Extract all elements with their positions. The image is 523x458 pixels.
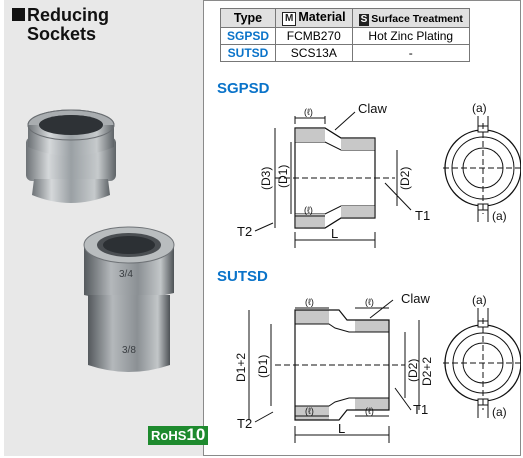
sutsd-ell-left-label: (ℓ) <box>305 297 314 307</box>
galvanized-socket-image <box>26 109 116 203</box>
sgpsd-a-top-label: (a) <box>472 101 487 115</box>
svg-text:3/4: 3/4 <box>119 269 133 280</box>
sgpsd-d1-label: (D1) <box>276 165 290 188</box>
material-badge-icon: M <box>282 12 297 26</box>
sgpsd-length-label: L <box>331 226 338 241</box>
type-cell: SGPSD <box>219 27 277 45</box>
product-panel: Reducing Sockets <box>4 0 209 456</box>
sutsd-d1p2-label: D1+2 <box>234 353 248 382</box>
sgpsd-d3-label: (D3) <box>259 167 273 190</box>
sutsd-length-label: L <box>338 421 345 436</box>
table-row: SGPSD FCMB270 Hot Zinc Plating <box>219 27 470 45</box>
sgpsd-ell-top-label: (ℓ) <box>304 107 313 117</box>
sutsd-a-bottom-label: (a) <box>492 405 507 419</box>
sutsd-d1-label: (D1) <box>256 355 270 378</box>
rohs-label: RoHS <box>151 428 187 443</box>
type-cell: SUTSD <box>219 44 277 62</box>
sutsd-d2p2-label: D2+2 <box>420 357 434 386</box>
sgpsd-drawing: (ℓ) Claw (D3) (D1) (D2) T1 T2 (ℓ) L (a) … <box>237 101 521 248</box>
sgpsd-t2-label: T2 <box>237 224 252 239</box>
title-line-1: Reducing <box>27 5 110 25</box>
material-cell: SCS13A <box>275 44 353 62</box>
sgpsd-claw-label: Claw <box>358 101 388 116</box>
header-material-label: Material <box>298 10 346 24</box>
sutsd-ell-bottom-right-label: (ℓ) <box>365 406 374 416</box>
header-surface-label: Surface Treatment <box>371 12 463 25</box>
rohs-badge: RoHS10 <box>148 425 209 445</box>
sutsd-claw-label: Claw <box>401 291 431 306</box>
header-type: Type <box>219 8 277 28</box>
svg-text:3/8: 3/8 <box>122 345 136 356</box>
sgpsd-t1-label: T1 <box>415 208 430 223</box>
sgpsd-d2-label: (D2) <box>398 167 412 190</box>
surface-badge-icon: S <box>358 13 370 26</box>
sutsd-t2-label: T2 <box>237 416 252 431</box>
product-photo: 3/4 3/8 <box>26 109 175 372</box>
sgpsd-a-bottom-label: (a) <box>492 209 507 223</box>
product-title: Reducing Sockets <box>12 6 109 44</box>
stainless-socket-image: 3/4 3/8 <box>83 226 175 372</box>
sgpsd-heading: SGPSD <box>217 80 270 97</box>
title-marker-icon <box>12 8 25 21</box>
sutsd-ell-right-label: (ℓ) <box>365 297 374 307</box>
sutsd-a-top-label: (a) <box>472 293 487 307</box>
sutsd-t1-label: T1 <box>413 402 428 417</box>
surface-cell: Hot Zinc Plating <box>351 27 470 45</box>
material-cell: FCMB270 <box>275 27 353 45</box>
sutsd-drawing: (ℓ) (ℓ) Claw D1+2 (D1) (D2) D2+2 T1 T2 (… <box>234 291 521 443</box>
sutsd-d2-label: (D2) <box>406 359 420 382</box>
title-line-2: Sockets <box>27 24 97 44</box>
sutsd-ell-bottom-left-label: (ℓ) <box>305 406 314 416</box>
rohs-number: 10 <box>186 425 206 444</box>
sutsd-heading: SUTSD <box>217 268 268 285</box>
sgpsd-ell-bottom-label: (ℓ) <box>304 205 313 215</box>
table-row: SUTSD SCS13A - <box>219 44 470 62</box>
surface-cell: - <box>351 44 470 62</box>
